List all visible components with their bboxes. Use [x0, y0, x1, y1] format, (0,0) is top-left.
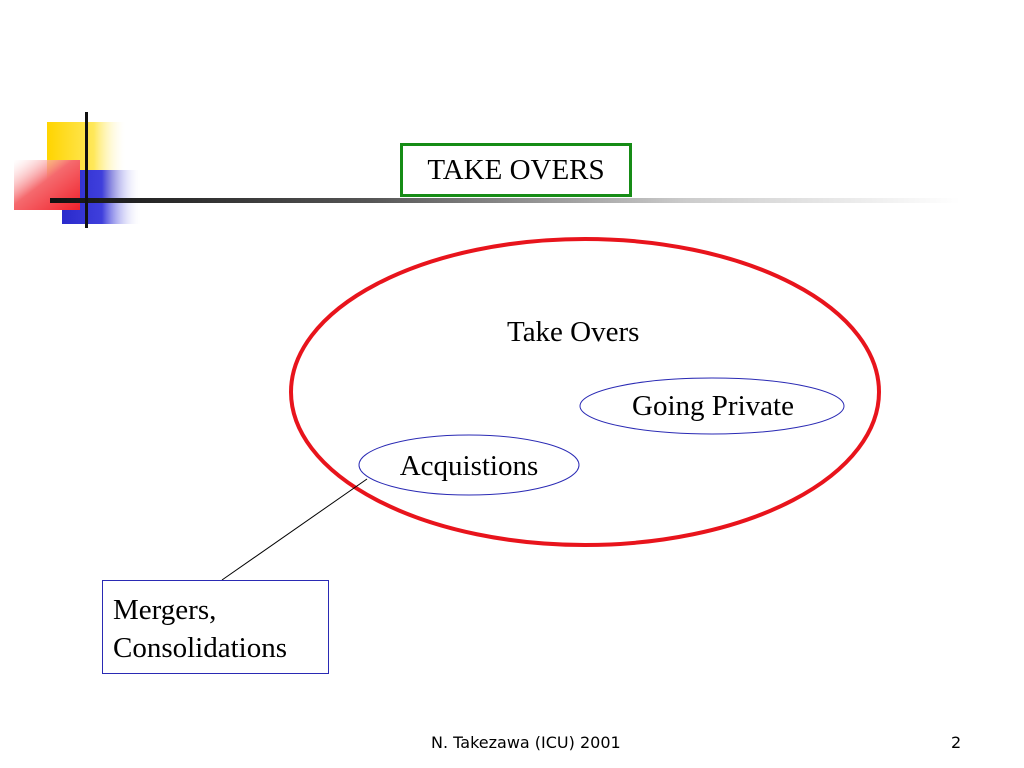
mergers-line: Mergers,	[113, 594, 217, 626]
deco-header-line	[50, 198, 960, 203]
slide-footer: N. Takezawa (ICU) 2001	[431, 733, 621, 752]
acquisitions-ellipse	[358, 434, 580, 496]
mergers-consolidations-box: Mergers, Consolidations	[102, 580, 329, 674]
page-number: 2	[951, 733, 962, 752]
acquisitions-label: Acquistions	[399, 450, 539, 482]
takeovers-label: Take Overs	[507, 316, 640, 348]
consolidations-line: Consolidations	[113, 632, 288, 664]
deco-vertical-line	[85, 112, 88, 228]
going-private-label: Going Private	[632, 390, 794, 422]
takeovers-outer-ellipse	[289, 237, 881, 547]
going-private-ellipse	[579, 377, 845, 435]
slide-title: TAKE OVERS	[400, 143, 632, 197]
connector-line	[221, 478, 368, 581]
